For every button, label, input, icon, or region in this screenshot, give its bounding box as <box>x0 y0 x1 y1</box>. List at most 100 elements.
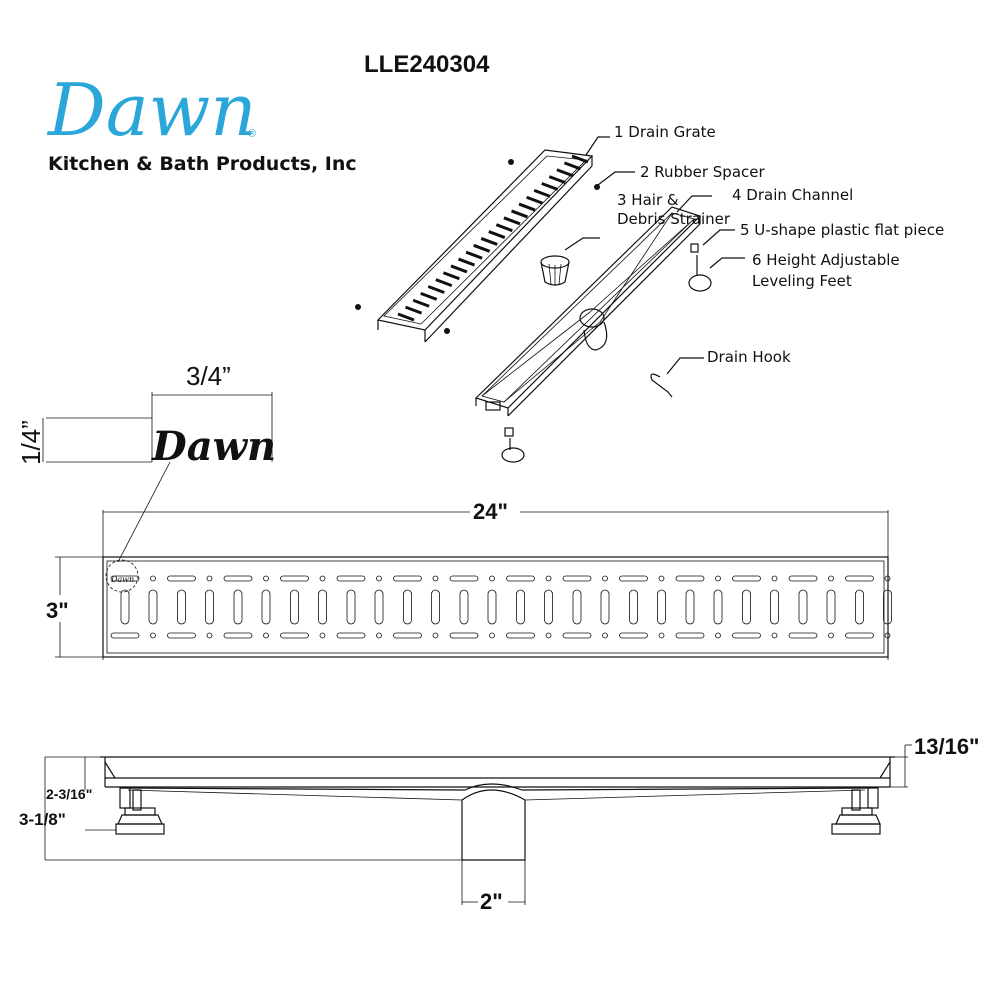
leveling-foot-drawing <box>501 243 712 463</box>
grate-slot <box>431 589 440 625</box>
grate-slot <box>657 589 666 625</box>
grate-slot <box>465 250 483 260</box>
logo-engraving: Dawn <box>151 423 276 470</box>
drain-channel-drawing <box>474 206 702 417</box>
logo-width-label: 3/4” <box>186 361 231 391</box>
grate-slot <box>516 589 525 625</box>
grate-slot <box>562 575 592 582</box>
grate-hole <box>715 632 721 639</box>
grate-hole <box>489 575 495 582</box>
grate-slot <box>563 161 581 171</box>
grate-slot <box>548 175 566 185</box>
part-label-leveling-feet: 6 Height Adjustable <box>752 251 900 269</box>
grate-slot <box>541 182 559 191</box>
grate-slot <box>619 575 648 582</box>
part-label-drain-grate: 1 Drain Grate <box>614 123 716 141</box>
grate-slot <box>290 589 299 625</box>
grate-logo-mark: Dawn <box>110 575 134 584</box>
grate-slot <box>167 575 196 582</box>
grate-slot <box>148 589 158 625</box>
grate-hole <box>884 632 891 639</box>
grate-hole <box>658 632 665 639</box>
logo-detail: 3/4” 1/4” Dawn <box>16 361 276 593</box>
grate-hole <box>489 632 495 639</box>
grate-hole <box>150 575 156 582</box>
grate-slot <box>110 575 140 582</box>
grate-slot <box>261 589 271 625</box>
grate-slot <box>629 589 638 625</box>
grate-height-dimension: 13/16" <box>914 734 979 759</box>
part-label-drain-hook: Drain Hook <box>707 348 791 366</box>
max-height-dimension: 3-1/8" <box>19 810 66 829</box>
screws <box>355 159 600 334</box>
grate-slot <box>233 589 243 625</box>
grate-slot <box>685 589 695 625</box>
grate-slot <box>412 298 430 308</box>
grate-slot <box>223 575 253 582</box>
grate-slot <box>336 632 366 639</box>
grate-hole <box>432 575 439 582</box>
grate-slot <box>336 575 366 582</box>
grate-slot <box>770 589 779 625</box>
top-view: 24" 3" Dawn <box>46 499 892 660</box>
grate-slot <box>442 271 460 281</box>
grate-slot <box>480 237 498 246</box>
grate-slot <box>374 589 384 625</box>
company-name: Kitchen & Bath Products, Inc <box>48 153 357 175</box>
model-number: LLE240304 <box>364 51 490 78</box>
grate-slot <box>223 632 253 639</box>
grate-slot <box>571 154 589 164</box>
grate-slot <box>713 589 723 625</box>
grate-slot <box>845 632 874 639</box>
min-height-dimension: 2-3/16" <box>46 786 92 802</box>
grate-slot <box>450 264 468 274</box>
grate-slot <box>526 195 544 205</box>
part-label-rubber-spacer: 2 Rubber Spacer <box>640 163 765 181</box>
grate-slot <box>855 589 864 625</box>
grate-slot <box>435 278 453 288</box>
grate-slot <box>473 243 491 253</box>
grate-slot <box>427 285 445 294</box>
grate-hole <box>206 632 213 639</box>
grate-slot <box>280 575 309 582</box>
grate-hole <box>319 575 326 582</box>
grate-hole <box>376 575 382 582</box>
grate-hole <box>545 632 552 639</box>
grate-slot <box>449 632 479 639</box>
grate-slot <box>177 589 186 625</box>
grate-slot <box>205 589 214 625</box>
grate-slot <box>788 575 818 582</box>
grate-slot <box>110 632 140 639</box>
grate-slot <box>120 589 130 625</box>
width-dimension: 3" <box>46 598 69 623</box>
grate-hole <box>263 575 269 582</box>
grate-hole <box>545 575 552 582</box>
grate-hole <box>432 632 439 639</box>
grate-slot <box>732 575 761 582</box>
grate-slot <box>457 257 476 267</box>
side-view: 2" 2-3/16" 3-1/8" 13/16" <box>19 734 979 914</box>
grate-slot <box>556 168 574 178</box>
grate-slot <box>510 209 529 219</box>
grate-slot <box>393 575 422 582</box>
grate-hole <box>150 632 156 639</box>
part-label-strainer: 3 Hair & <box>617 191 679 209</box>
grate-slot <box>420 291 438 301</box>
grate-slot <box>533 188 551 198</box>
brand-logo: Dawn <box>46 68 257 152</box>
grate-hole <box>884 575 891 582</box>
grate-slot <box>675 575 705 582</box>
logo-height-label: 1/4” <box>16 420 46 465</box>
grate-hole <box>828 632 834 639</box>
grate-slot <box>826 589 836 625</box>
grate-slot <box>280 632 309 639</box>
grate-hole <box>658 575 665 582</box>
grate-slot <box>459 589 469 625</box>
grate-slot <box>544 589 553 625</box>
drain-hook-drawing <box>650 373 673 398</box>
grate-slot <box>405 305 423 315</box>
part-label-leveling-feet-2: Leveling Feet <box>752 272 852 290</box>
part-label-u-shape: 5 U-shape plastic flat piece <box>740 221 944 239</box>
drain-grate-drawing <box>376 149 594 343</box>
registered-mark: ® <box>248 128 256 140</box>
